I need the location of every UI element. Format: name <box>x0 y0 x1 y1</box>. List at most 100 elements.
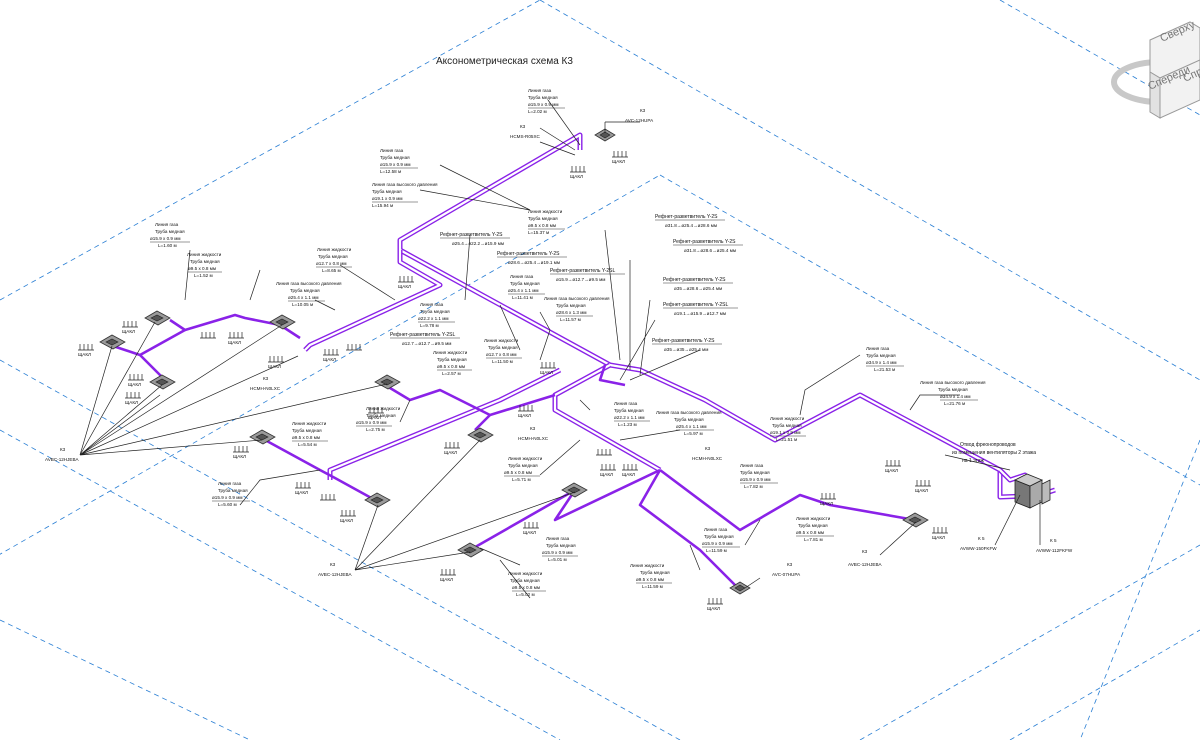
indoor-unit[interactable] <box>149 374 176 390</box>
indoor-unit[interactable] <box>729 581 751 595</box>
drain-labels: ЩАКЛ ЩАКЛ ЩАКЛ ЩАКЛ ЩАКЛ ЩАКЛ ЩАКЛ ЩАКЛ … <box>78 159 945 611</box>
unit-tag-k5: К 5 <box>978 536 985 541</box>
svg-text:ø25.4 x 1.1 мм: ø25.4 x 1.1 мм <box>508 288 539 293</box>
svg-text:Линия газа высокого давления: Линия газа высокого давления <box>656 410 722 415</box>
svg-text:Труба медная: Труба медная <box>190 259 220 264</box>
drain-label: ЩАКЛ <box>233 454 246 459</box>
note-liq-right2: Линия жидкости Труба медная ø9.5 x 0.8 м… <box>796 516 831 542</box>
svg-text:Рефнет-разветвитель Y-2S: Рефнет-разветвитель Y-2S <box>652 338 715 344</box>
svg-text:L=2.02 м: L=2.02 м <box>528 109 547 114</box>
svg-text:Линия газа: Линия газа <box>614 401 638 406</box>
svg-text:Линия жидкости: Линия жидкости <box>187 252 222 257</box>
indoor-unit[interactable] <box>99 334 126 350</box>
drain-label: ЩАКЛ <box>518 413 531 418</box>
svg-text:Труба медная: Труба медная <box>528 95 558 100</box>
indoor-unit[interactable] <box>269 314 296 330</box>
svg-text:Труба медная: Труба медная <box>546 543 576 548</box>
drain-label: ЩАКЛ <box>440 577 453 582</box>
indoor-units <box>99 128 929 595</box>
svg-text:Труба медная: Труба медная <box>510 578 540 583</box>
unit-tags: К3 AVBC-12HJEBA К3 AVBC-12HJEBA К3 AVBC-… <box>45 108 1073 577</box>
unit-tag-k3: К3 <box>520 124 526 129</box>
unit-tag-hcmh-left: HCMH-N0LXC <box>250 386 281 391</box>
svg-text:Рефнет-разветвитель Y-2S: Рефнет-разветвитель Y-2S <box>655 214 718 220</box>
note-upper-liquid: Линия жидкости Труба медная ø9.5 x 0.8 м… <box>528 209 563 235</box>
svg-text:Труба медная: Труба медная <box>292 428 322 433</box>
svg-text:ø15.9 x 0.9 мм: ø15.9 x 0.9 мм <box>356 420 387 425</box>
svg-text:Линия газа: Линия газа <box>546 536 570 541</box>
svg-text:ø34.9 x 1.4 мм: ø34.9 x 1.4 мм <box>866 360 897 365</box>
unit-tag-outdoor-1: AVWW-150FKFW <box>960 546 997 551</box>
svg-text:Труба медная: Труба медная <box>740 470 770 475</box>
unit-tag-k3: К3 <box>60 447 66 452</box>
indoor-unit[interactable] <box>249 429 276 445</box>
svg-text:ø9.5 x 0.8 мм: ø9.5 x 0.8 мм <box>188 266 216 271</box>
svg-text:ø9.5 x 0.8 мм: ø9.5 x 0.8 мм <box>512 585 540 590</box>
svg-text:L=11.59 м: L=11.59 м <box>642 584 663 589</box>
unit-tag-ahu-right: AVBC-12HJEBA <box>848 562 883 567</box>
drain-label: ЩАКЛ <box>915 488 928 493</box>
note-gas-mid: Линия газа Труба медная ø22.2 x 1.1 мм L… <box>418 302 450 328</box>
svg-text:ø15.9 x 0.9 мм: ø15.9 x 0.9 мм <box>380 162 411 167</box>
note-liq-mid: Линия жидкости Труба медная ø12.7 x 0.8 … <box>484 338 519 364</box>
drain-label: ЩАКЛ <box>707 606 720 611</box>
outdoor-units[interactable] <box>1014 473 1051 509</box>
note-refnet-a: Рефнет-разветвитель Y-2S ø25.4→ø22.2→ø15… <box>440 232 504 246</box>
svg-text:Линия жидкости: Линия жидкости <box>508 571 543 576</box>
indoor-unit[interactable] <box>374 374 401 390</box>
svg-text:Труба медная: Труба медная <box>674 417 704 422</box>
svg-text:Линия газа высокого давления: Линия газа высокого давления <box>372 182 438 187</box>
note-refnet-i: Рефнет-разветвитель Y-2S ø35→ø35→ø25.4 м… <box>652 338 715 352</box>
svg-text:ø25.4 x 1.1 мм: ø25.4 x 1.1 мм <box>288 295 319 300</box>
indoor-unit[interactable] <box>364 492 391 508</box>
note-liq-center2: Линия жидкости Труба медная ø9.5 x 0.8 м… <box>504 456 543 482</box>
svg-text:ø9.5 x 0.8 мм: ø9.5 x 0.8 мм <box>528 223 556 228</box>
svg-text:Труба медная: Труба медная <box>938 387 968 392</box>
note-refnet-h: Рефнет-разветвитель Y-2SL ø19.1→ø15.9→ø1… <box>663 302 729 316</box>
svg-text:Рефнет-разветвитель Y-2S: Рефнет-разветвитель Y-2S <box>673 239 736 245</box>
drain-label: ЩАКЛ <box>820 501 833 506</box>
svg-text:L=8.65 м: L=8.65 м <box>322 268 341 273</box>
note-left-gas: Линия газа Труба медная ø15.9 x 0.9 мм L… <box>150 222 185 248</box>
svg-text:L=11.59 м: L=11.59 м <box>706 548 727 553</box>
indoor-unit[interactable] <box>467 427 494 443</box>
unit-tag-k3: К3 <box>640 108 646 113</box>
note-liq-left3: Линия жидкости Труба медная ø9.5 x 0.8 м… <box>292 421 327 447</box>
drain-boxes <box>78 151 948 605</box>
svg-text:Линия газа: Линия газа <box>420 302 444 307</box>
note-left-liquid: Линия жидкости Труба медная ø9.5 x 0.8 м… <box>187 252 222 278</box>
unit-tag-k3: К3 <box>705 446 711 451</box>
svg-text:ø25.4→ø22.2→ø15.9 мм: ø25.4→ø22.2→ø15.9 мм <box>452 241 504 246</box>
indoor-unit[interactable] <box>561 482 588 498</box>
note-gas-center: Линия газа Труба медная ø22.2 x 1.1 мм L… <box>614 401 645 427</box>
svg-text:ø35→ø35→ø25.4 мм: ø35→ø35→ø25.4 мм <box>664 347 708 352</box>
svg-text:из помещения вентиляторы 2 эта: из помещения вентиляторы 2 этажа <box>952 450 1036 456</box>
indoor-unit[interactable] <box>902 512 929 528</box>
drain-label: ЩАКЛ <box>398 284 411 289</box>
svg-text:Линия газа: Линия газа <box>218 481 242 486</box>
svg-text:Рефнет-разветвитель Y-2S: Рефнет-разветвитель Y-2S <box>440 232 503 238</box>
svg-text:Отвод фреонопроводов: Отвод фреонопроводов <box>960 442 1016 448</box>
note-gas-left4: Линия газа Труба медная ø15.9 x 0.9 мм L… <box>212 481 248 507</box>
svg-text:Труба медная: Труба медная <box>155 229 185 234</box>
note-gas-right2: Линия газа Труба медная ø15.9 x 0.9 мм L… <box>740 463 771 489</box>
note-top-gas: Линия газа Труба медная ø15.9 x 0.9 мм L… <box>528 88 559 114</box>
svg-text:L=1.23 м: L=1.23 м <box>618 422 637 427</box>
svg-text:ø9.5 x 0.8 мм: ø9.5 x 0.8 мм <box>636 577 664 582</box>
svg-text:L=21.76 м: L=21.76 м <box>944 401 965 406</box>
view-cube[interactable]: Сверху Спереди Справа <box>1111 19 1200 119</box>
svg-text:Линия газа: Линия газа <box>704 527 728 532</box>
drain-label: ЩАКЛ <box>78 352 91 357</box>
drain-label: ЩАКЛ <box>622 472 635 477</box>
svg-text:ø31.8→ø25.4→ø28.6 мм: ø31.8→ø25.4→ø28.6 мм <box>665 223 717 228</box>
indoor-unit[interactable] <box>457 542 484 558</box>
svg-text:Труба медная: Труба медная <box>380 155 410 160</box>
indoor-unit[interactable] <box>594 128 616 142</box>
unit-tag-k3: К3 <box>862 549 868 554</box>
drain-label: ЩАКЛ <box>128 382 141 387</box>
svg-text:Труба медная: Труба медная <box>866 353 896 358</box>
svg-text:L=1.60 м: L=1.60 м <box>158 243 177 248</box>
indoor-unit[interactable] <box>144 310 171 326</box>
svg-text:ø31.8→ø28.6→ø25.4 мм: ø31.8→ø28.6→ø25.4 мм <box>684 248 736 253</box>
